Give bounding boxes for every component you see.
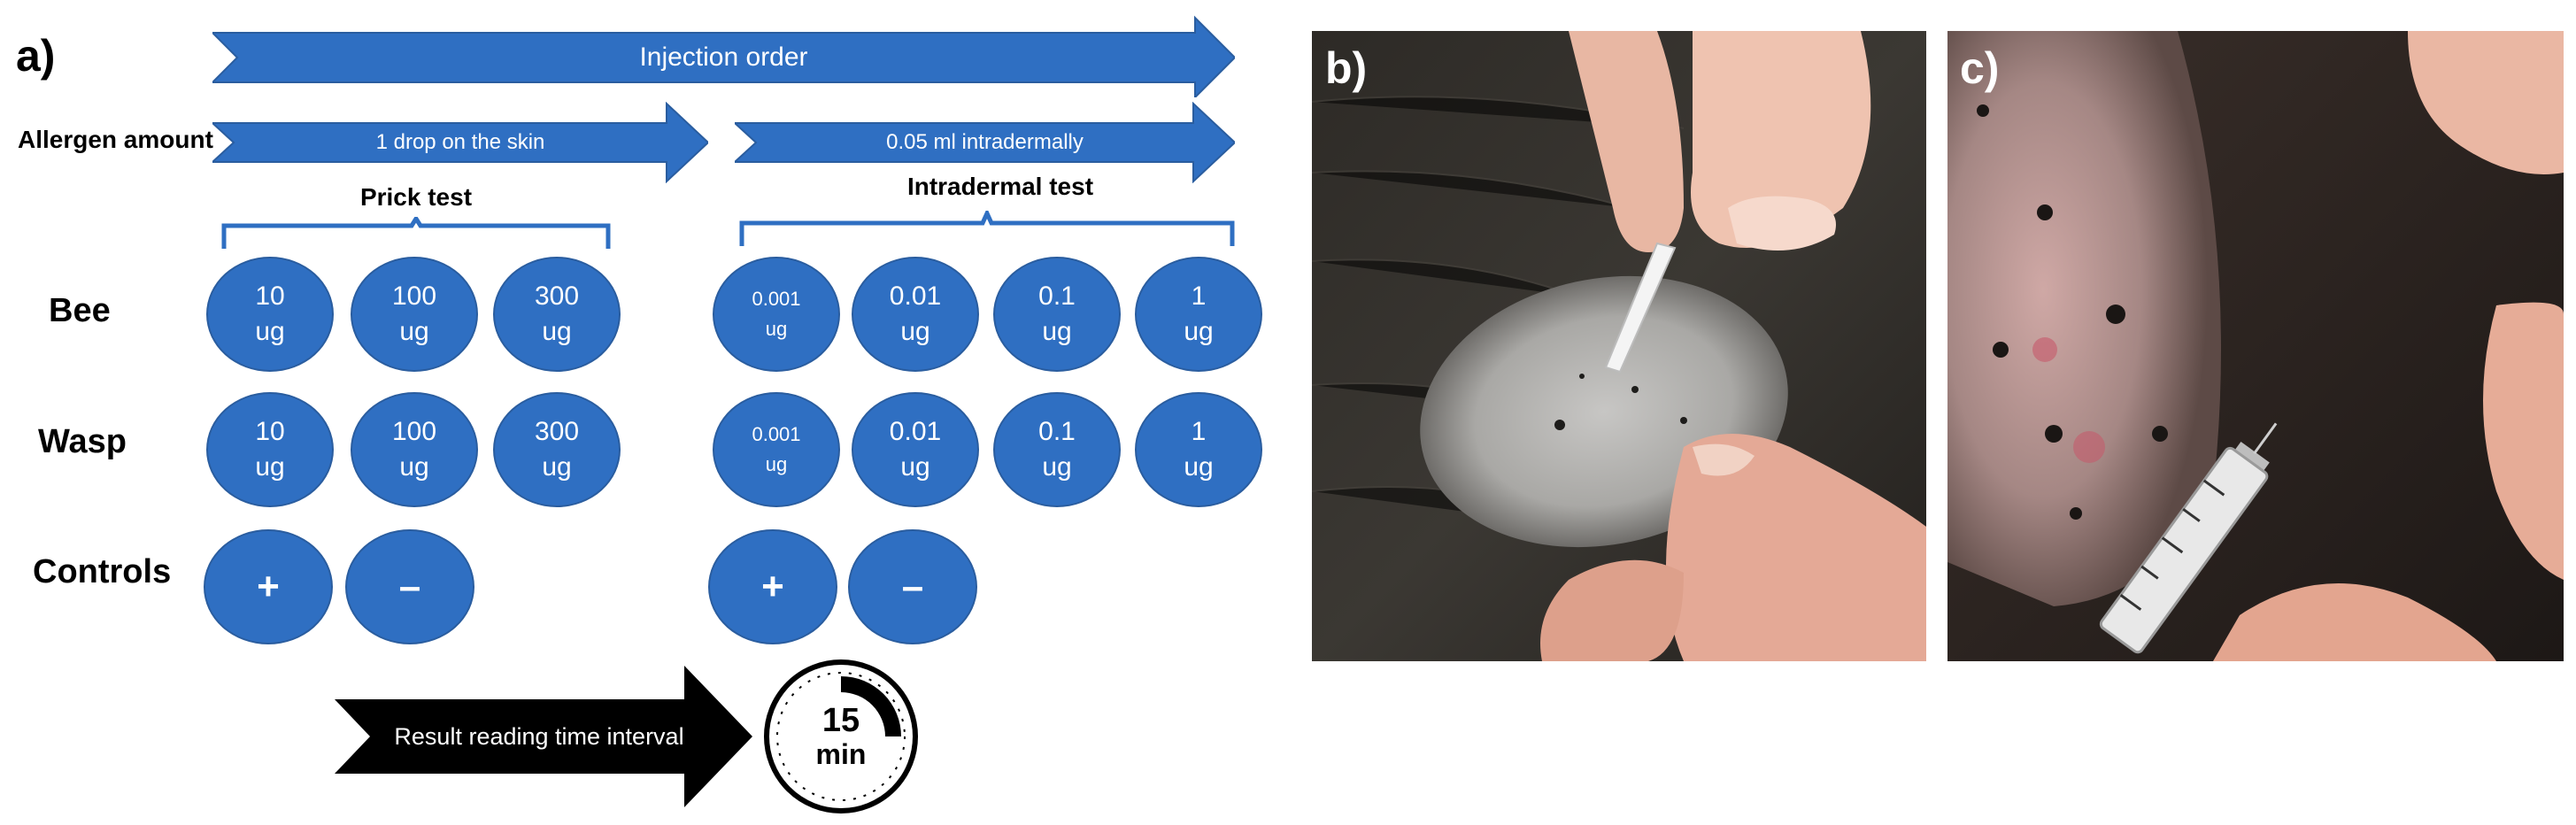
dose-value: 300 xyxy=(534,281,580,311)
prick-test-brace xyxy=(221,217,611,249)
dose-unit: ug xyxy=(399,452,429,482)
injection-order-arrow: Injection order xyxy=(212,9,1235,97)
dose-value: 0.1 xyxy=(1038,281,1076,311)
dose-unit: ug xyxy=(255,452,285,482)
dose-value: 100 xyxy=(391,417,437,446)
dose-unit: ug xyxy=(399,317,429,346)
dose-value: 10 xyxy=(255,417,285,446)
wasp-intradermal-dose: 0.001 ug xyxy=(713,392,840,507)
intradermal-test-brace xyxy=(739,211,1235,246)
intradermal-negative-control: – xyxy=(848,529,977,644)
photo-prick-test xyxy=(1312,31,1926,661)
intradermal-amount-label: 0.05 ml intradermally xyxy=(886,130,1084,154)
dose-unit: ug xyxy=(1042,317,1072,346)
photo-intradermal-test xyxy=(1947,31,2564,661)
wasp-prick-dose: 300 ug xyxy=(493,392,621,507)
timer-unit: min xyxy=(815,738,867,770)
wasp-intradermal-dose: 0.01 ug xyxy=(852,392,979,507)
dose-unit: ug xyxy=(900,317,930,346)
stopwatch-icon: 15 min xyxy=(761,657,921,816)
intradermal-positive-control: + xyxy=(708,529,837,644)
wasp-prick-dose: 10 ug xyxy=(206,392,334,507)
bee-intradermal-dose: 1 ug xyxy=(1135,257,1262,372)
injection-order-label: Injection order xyxy=(639,42,808,72)
dose-value: 0.01 xyxy=(889,281,942,311)
dose-unit: ug xyxy=(1042,452,1072,482)
prick-amount-label: 1 drop on the skin xyxy=(375,130,545,154)
row-label-bee: Bee xyxy=(49,292,111,329)
wasp-intradermal-dose: 0.1 ug xyxy=(993,392,1121,507)
panel-label-b: b) xyxy=(1325,43,1368,93)
dose-value: 0.01 xyxy=(889,417,942,446)
intradermal-test-label: Intradermal test xyxy=(906,173,1094,200)
result-time-arrow: Result reading time interval xyxy=(335,666,752,807)
prick-positive-control: + xyxy=(204,529,333,644)
intradermal-amount-arrow: 0.05 ml intradermally xyxy=(735,102,1235,183)
prick-negative-control: – xyxy=(345,529,474,644)
panel-label-a: a) xyxy=(16,31,56,81)
dose-value: 300 xyxy=(534,417,580,446)
bee-intradermal-dose: 0.01 ug xyxy=(852,257,979,372)
timer-value: 15 xyxy=(821,702,860,739)
bee-prick-dose: 300 ug xyxy=(493,257,621,372)
dose-value: 10 xyxy=(255,281,285,311)
bee-intradermal-dose: 0.1 ug xyxy=(993,257,1121,372)
dose-unit: ug xyxy=(1184,317,1214,346)
dose-unit: ug xyxy=(255,317,285,346)
row-label-wasp: Wasp xyxy=(38,423,127,460)
dose-unit: ug xyxy=(765,453,788,475)
row-label-controls: Controls xyxy=(33,553,172,590)
prick-amount-arrow: 1 drop on the skin xyxy=(212,102,708,183)
dose-value: 100 xyxy=(391,281,437,311)
bee-intradermal-dose: 0.001 ug xyxy=(713,257,840,372)
wasp-prick-dose: 100 ug xyxy=(351,392,478,507)
allergen-amount-label: Allergen amount xyxy=(18,126,213,153)
dose-value: 0.001 xyxy=(752,288,801,310)
dose-unit: ug xyxy=(900,452,930,482)
dose-value: 1 xyxy=(1191,281,1207,311)
prick-test-label: Prick test xyxy=(359,183,473,211)
dose-value: 0.001 xyxy=(752,423,801,445)
dose-unit: ug xyxy=(765,318,788,340)
bee-prick-dose: 10 ug xyxy=(206,257,334,372)
dose-value: 0.1 xyxy=(1038,417,1076,446)
bee-prick-dose: 100 ug xyxy=(351,257,478,372)
panel-label-c: c) xyxy=(1960,43,2000,93)
dose-value: 1 xyxy=(1191,417,1207,446)
dose-unit: ug xyxy=(1184,452,1214,482)
dose-unit: ug xyxy=(542,317,572,346)
result-time-label: Result reading time interval xyxy=(394,722,684,750)
dose-unit: ug xyxy=(542,452,572,482)
wasp-intradermal-dose: 1 ug xyxy=(1135,392,1262,507)
